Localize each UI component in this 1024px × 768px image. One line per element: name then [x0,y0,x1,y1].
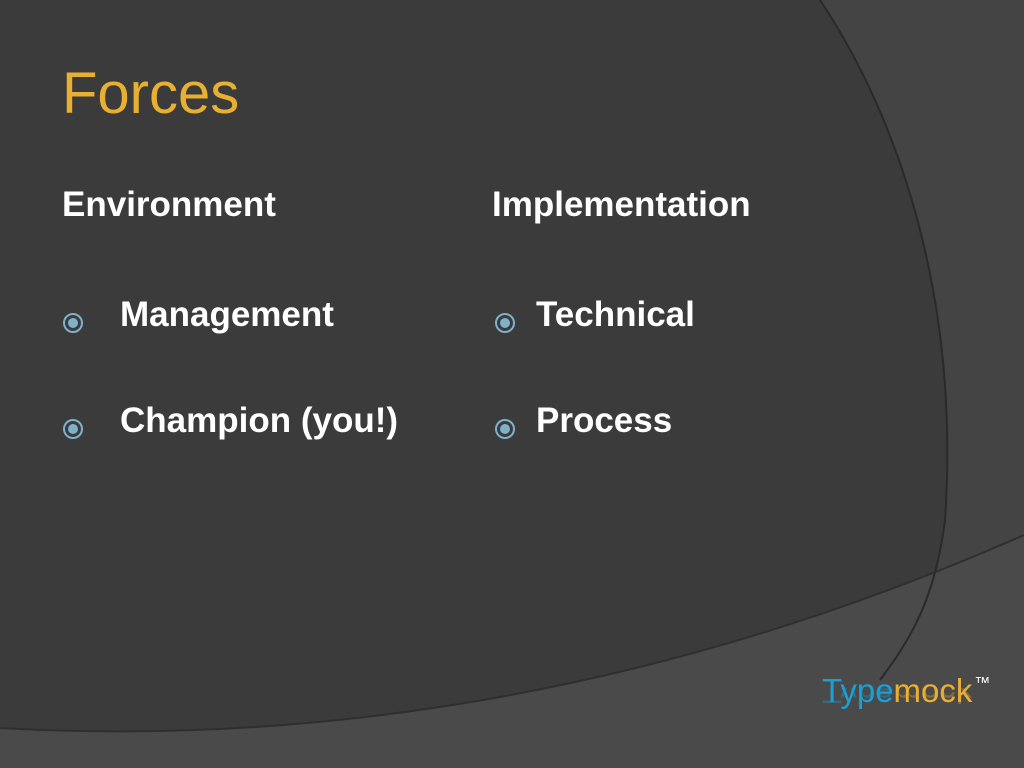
target-circle-icon [62,410,84,440]
bullet-item-champion: Champion (you!) [62,401,399,441]
logo-mock-text: mock [893,672,973,709]
bullet-text: Technical [536,295,695,334]
target-circle-icon [62,304,84,334]
bullet-item-management: Management [62,295,334,335]
bullet-item-technical: Technical [494,295,695,335]
column-heading-implementation: Implementation [492,185,751,224]
target-circle-icon [494,304,516,334]
column-heading-environment: Environment [62,185,276,224]
slide-title: Forces [62,61,240,126]
bullet-item-process: Process [494,401,673,441]
bullet-text: Management [120,295,334,334]
logo-type-text: Type [822,672,894,709]
bullet-text: Process [536,401,673,440]
target-circle-icon [494,410,516,440]
logo-trademark: ™ [974,675,991,692]
bullet-text: Champion (you!) [120,401,399,440]
